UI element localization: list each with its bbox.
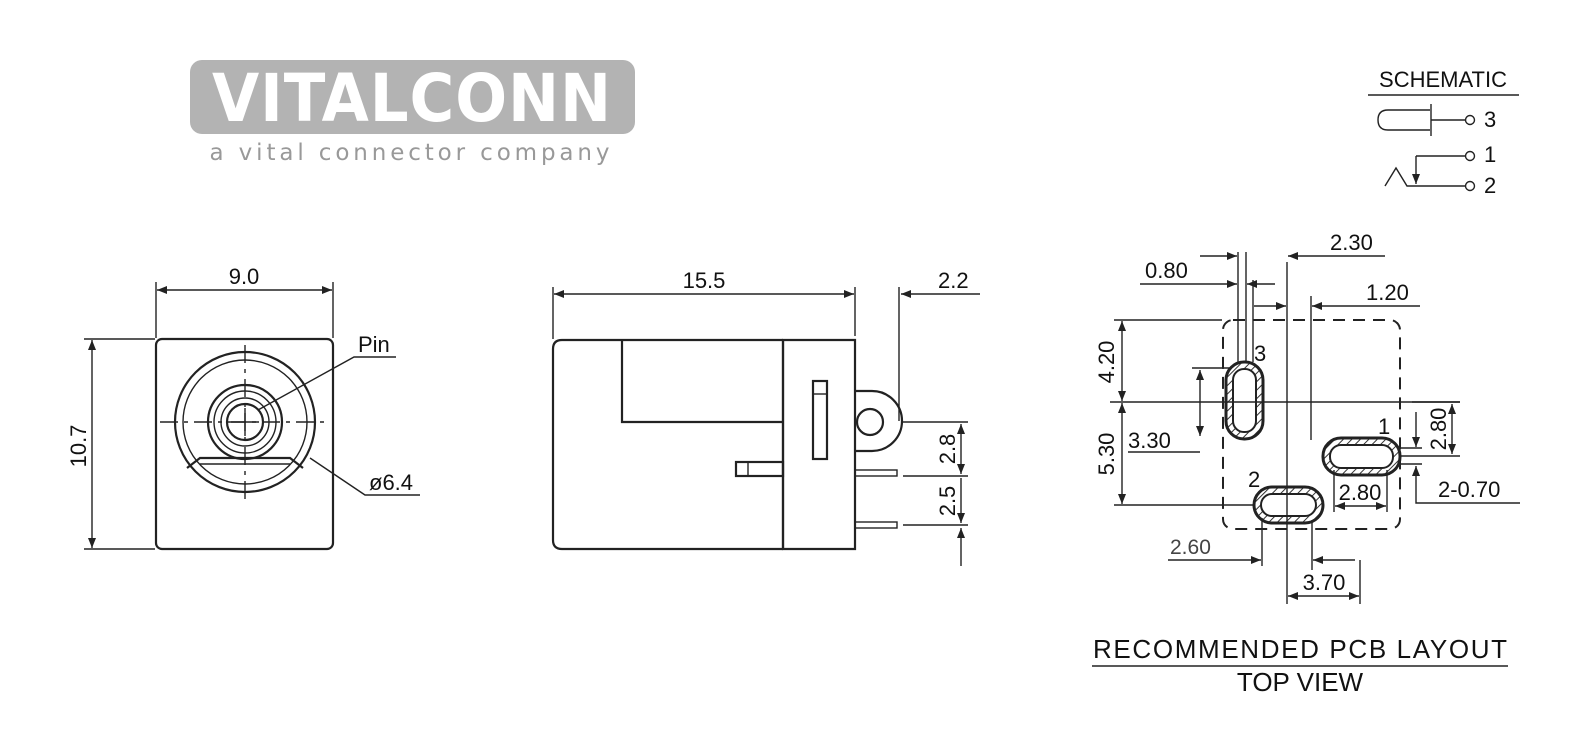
dim-280h-label: 2.80 bbox=[1339, 480, 1382, 505]
front-body bbox=[154, 337, 335, 551]
logo-badge bbox=[190, 60, 635, 134]
dim-070-arrow-bottom bbox=[1412, 466, 1520, 504]
pin3-terminal bbox=[1464, 114, 1476, 126]
side-flange bbox=[781, 338, 857, 551]
dim-530-label: 5.30 bbox=[1094, 433, 1119, 476]
side-length-label: 15.5 bbox=[683, 268, 726, 293]
dim-260-label: 2.60 bbox=[1170, 536, 1211, 559]
tab-hole bbox=[855, 407, 885, 437]
side-tab bbox=[855, 389, 904, 453]
pin2-label: 2 bbox=[1484, 173, 1496, 198]
pcb-layout: 3 1 2 0.80 2.30 1.20 4.20 5.30 3.30 bbox=[1092, 230, 1520, 697]
pin-spacing-upper-label: 2.8 bbox=[935, 434, 960, 465]
pin-label: Pin bbox=[358, 332, 390, 357]
pin2-terminal bbox=[1464, 180, 1476, 192]
pin2-spring bbox=[1384, 166, 1465, 187]
dim-370-label: 3.70 bbox=[1303, 570, 1346, 595]
side-body bbox=[551, 338, 783, 551]
pad-3-label: 3 bbox=[1254, 341, 1266, 366]
pcb-layout-title: RECOMMENDED PCB LAYOUT bbox=[1093, 634, 1507, 664]
front-view: 9.0 10.7 Pin ø6.4 bbox=[66, 264, 420, 551]
logo-brand-text: VITALCONN bbox=[212, 60, 612, 137]
pin1-terminal bbox=[1464, 150, 1476, 162]
vitalconn-logo: VITALCONN a vital connector company bbox=[190, 60, 635, 166]
schematic-title: SCHEMATIC bbox=[1379, 67, 1507, 92]
pad-2-label: 2 bbox=[1248, 467, 1260, 492]
dim-080-label: 0.80 bbox=[1145, 258, 1188, 283]
contact-plate bbox=[186, 456, 304, 469]
dim-230-label: 2.30 bbox=[1330, 230, 1373, 255]
schematic: SCHEMATIC 3 1 2 bbox=[1368, 67, 1519, 198]
side-cavity bbox=[620, 340, 783, 424]
pcb-outline bbox=[1222, 319, 1401, 530]
side-rear-pin bbox=[734, 460, 785, 478]
logo-tagline: a vital connector company bbox=[210, 140, 615, 166]
pin-leader bbox=[257, 356, 396, 411]
side-view: 15.5 2.2 2.8 2.5 bbox=[551, 268, 980, 566]
dim-330-label: 3.30 bbox=[1128, 428, 1171, 453]
dim-070-label: 2-0.70 bbox=[1438, 477, 1500, 502]
diameter-label: ø6.4 bbox=[369, 470, 413, 495]
lower-pin-1 bbox=[854, 469, 898, 477]
dim-280v-label: 2.80 bbox=[1426, 408, 1451, 451]
pad-1-inner bbox=[1329, 444, 1394, 469]
dim-120-label: 1.20 bbox=[1366, 280, 1409, 305]
dim-420-label: 4.20 bbox=[1094, 341, 1119, 384]
pin-spacing-lower-label: 2.5 bbox=[935, 486, 960, 517]
lower-pin-2 bbox=[854, 521, 898, 529]
tab-label: 2.2 bbox=[938, 268, 969, 293]
pad-2-inner bbox=[1260, 493, 1317, 517]
front-height-label: 10.7 bbox=[66, 425, 91, 468]
front-width-label: 9.0 bbox=[229, 264, 260, 289]
pin1-label: 1 bbox=[1484, 142, 1496, 167]
diameter-leader bbox=[309, 457, 420, 496]
pin3-label: 3 bbox=[1484, 107, 1496, 132]
side-contact bbox=[811, 379, 829, 461]
pcb-layout-subtitle: TOP VIEW bbox=[1237, 667, 1364, 697]
pad-3-inner bbox=[1232, 368, 1257, 433]
plug-symbol bbox=[1377, 109, 1430, 131]
pad-1-label: 1 bbox=[1378, 414, 1390, 439]
